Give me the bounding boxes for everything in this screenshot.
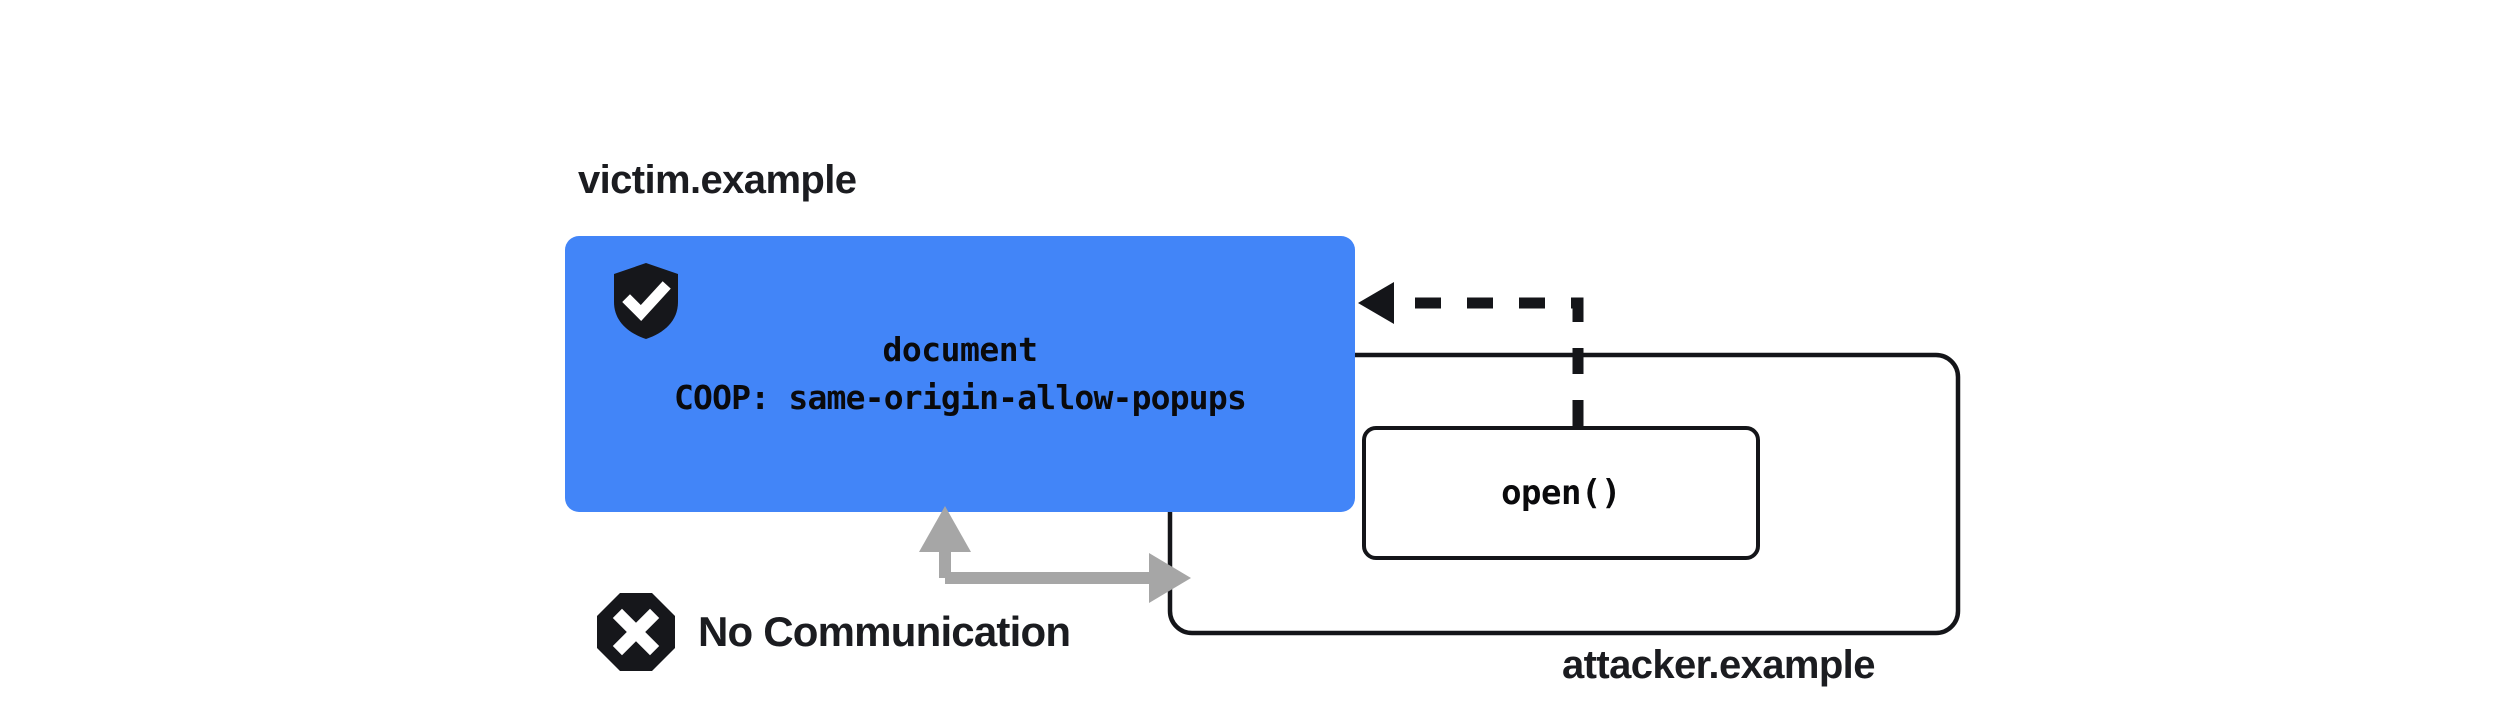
open-popup-box: open() bbox=[1362, 426, 1760, 560]
no-communication-arrow-icon bbox=[919, 506, 1191, 603]
victim-document-card bbox=[565, 236, 1355, 512]
victim-origin-label: victim.example bbox=[578, 158, 857, 202]
attacker-origin-label: attacker.example bbox=[1562, 643, 1875, 687]
open-call-label: open() bbox=[1501, 473, 1621, 513]
shield-check-icon bbox=[614, 263, 678, 339]
octagon-x-icon bbox=[597, 593, 675, 671]
open-call-arrow-icon bbox=[1358, 282, 1584, 426]
coop-header-value: COOP: same-origin-allow-popups bbox=[673, 378, 1247, 417]
no-communication-badge: No Communication bbox=[596, 592, 1071, 672]
attacker-context-frame bbox=[1167, 352, 1961, 636]
document-label: document bbox=[882, 330, 1038, 369]
no-communication-label: No Communication bbox=[698, 608, 1071, 655]
